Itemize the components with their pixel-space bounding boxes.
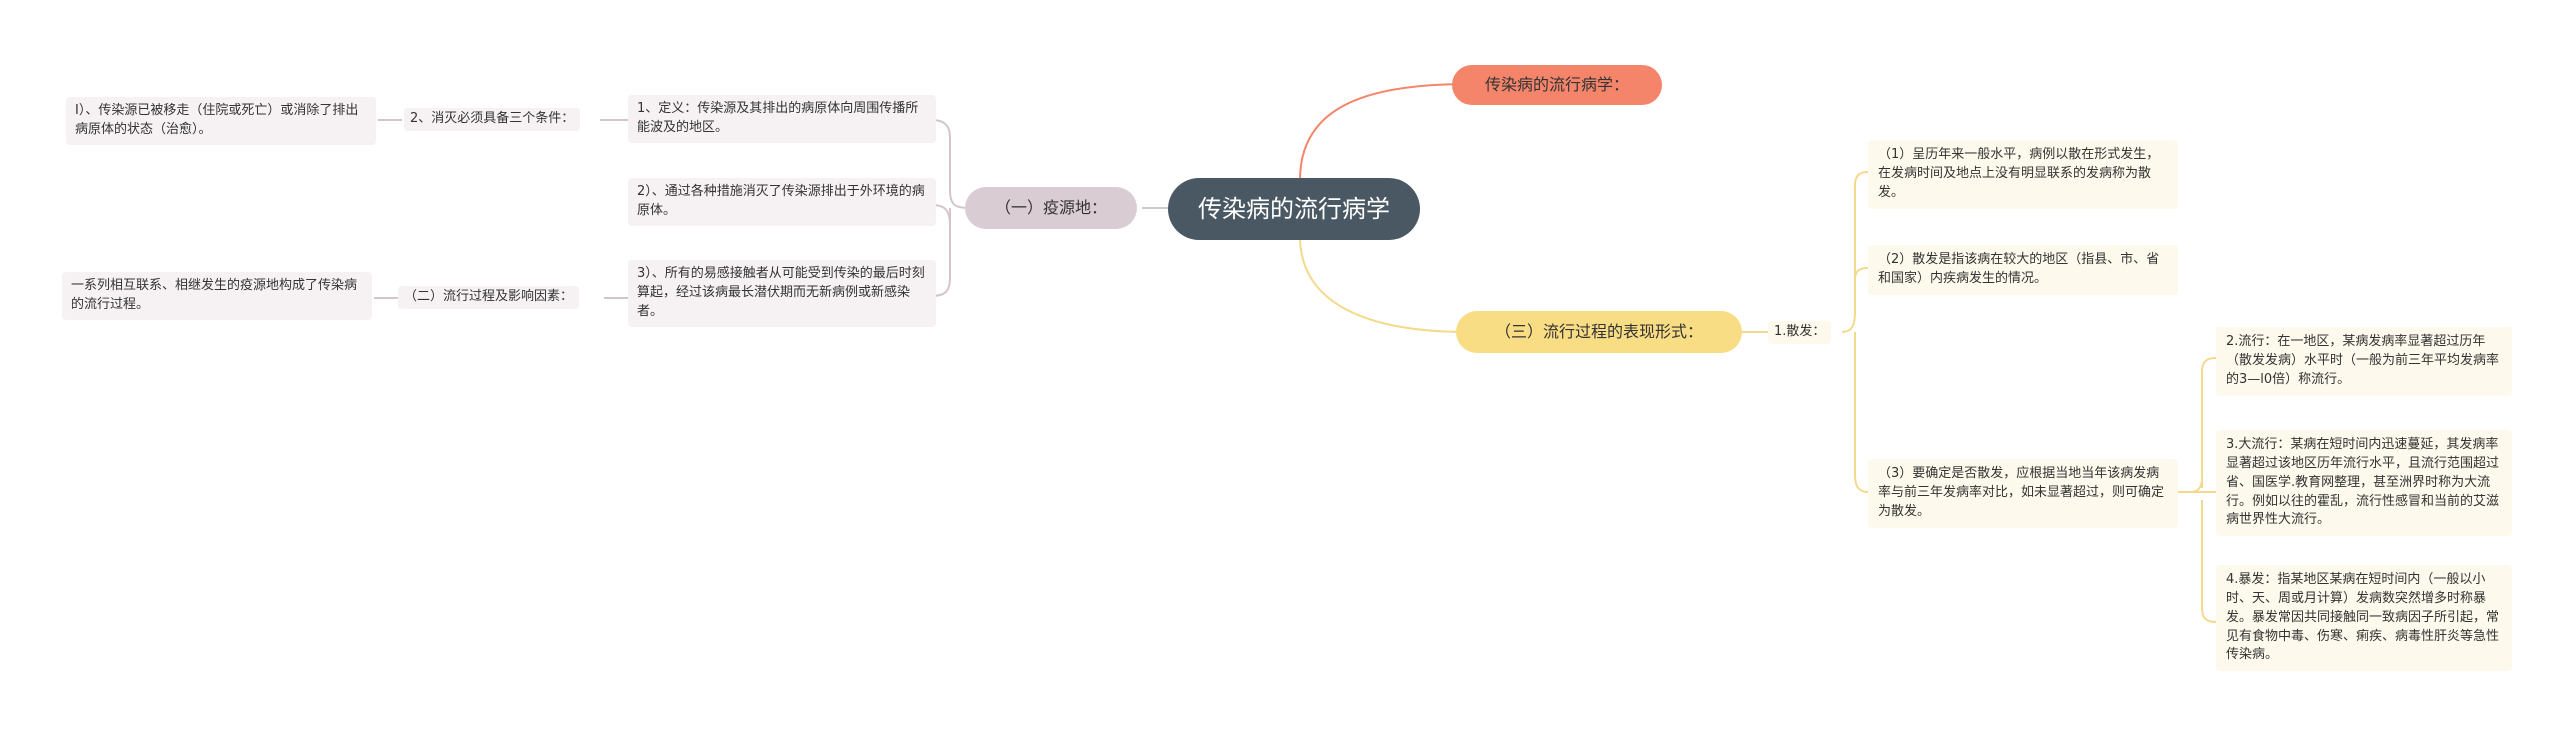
right-item-2[interactable]: （2）散发是指该病在较大的地区（指县、市、省和国家）内疾病发生的情况。 bbox=[1868, 245, 2178, 295]
left-sub-conditions[interactable]: 2、消灭必须具备三个条件： bbox=[404, 108, 581, 131]
left-item-contacts[interactable]: 3）、所有的易感接触者从可能受到传染的最后时刻算起，经过该病最长潜伏期而无新病例… bbox=[628, 260, 936, 327]
root-topic[interactable]: 传染病的流行病学 bbox=[1168, 178, 1420, 240]
branch-manifestation[interactable]: （三）流行过程的表现形式： bbox=[1456, 311, 1742, 353]
branch-epidemic-focus[interactable]: （一）疫源地： bbox=[965, 187, 1137, 229]
left-item-definition[interactable]: 1、定义：传染源及其排出的病原体向周围传播所能波及的地区。 bbox=[628, 95, 936, 143]
right-sub-sporadic[interactable]: 1.散发： bbox=[1768, 321, 1832, 344]
link-root-top bbox=[1299, 83, 1469, 181]
right-item-3[interactable]: （3）要确定是否散发，应根据当地当年该病发病率与前三年发病率对比，如未显著超过，… bbox=[1868, 459, 2178, 528]
left-item-measures[interactable]: 2）、通过各种措施消灭了传染源排出于外环境的病原体。 bbox=[628, 178, 936, 226]
link-root-right bbox=[1299, 235, 1469, 333]
link-item3-deep bbox=[2172, 357, 2217, 623]
right-deep-pandemic[interactable]: 3.大流行：某病在短时间内迅速蔓延，其发病率显著超过该地区历年流行水平，且流行范… bbox=[2216, 430, 2512, 537]
link-sub-items bbox=[1841, 171, 1869, 493]
left-sub-process-detail[interactable]: 一系列相互联系、相继发生的疫源地构成了传染病的流行过程。 bbox=[62, 272, 372, 320]
right-deep-epidemic[interactable]: 2.流行：在一地区，某病发病率显著超过历年（散发发病）水平时（一般为前三年平均发… bbox=[2216, 327, 2512, 396]
right-item-1[interactable]: （1）呈历年来一般水平，病例以散在形式发生，在发病时间及地点上没有明显联系的发病… bbox=[1868, 140, 2178, 209]
right-deep-outbreak[interactable]: 4.暴发：指某地区某病在短时间内（一般以小时、天、周或月计算）发病数突然增多时称… bbox=[2216, 565, 2512, 672]
left-sub-conditions-detail[interactable]: I）、传染源已被移走（住院或死亡）或消除了排出病原体的状态（治愈）。 bbox=[66, 97, 376, 145]
branch-epidemiology[interactable]: 传染病的流行病学： bbox=[1452, 65, 1662, 105]
left-sub-process[interactable]: （二）流行过程及影响因素： bbox=[398, 286, 580, 309]
